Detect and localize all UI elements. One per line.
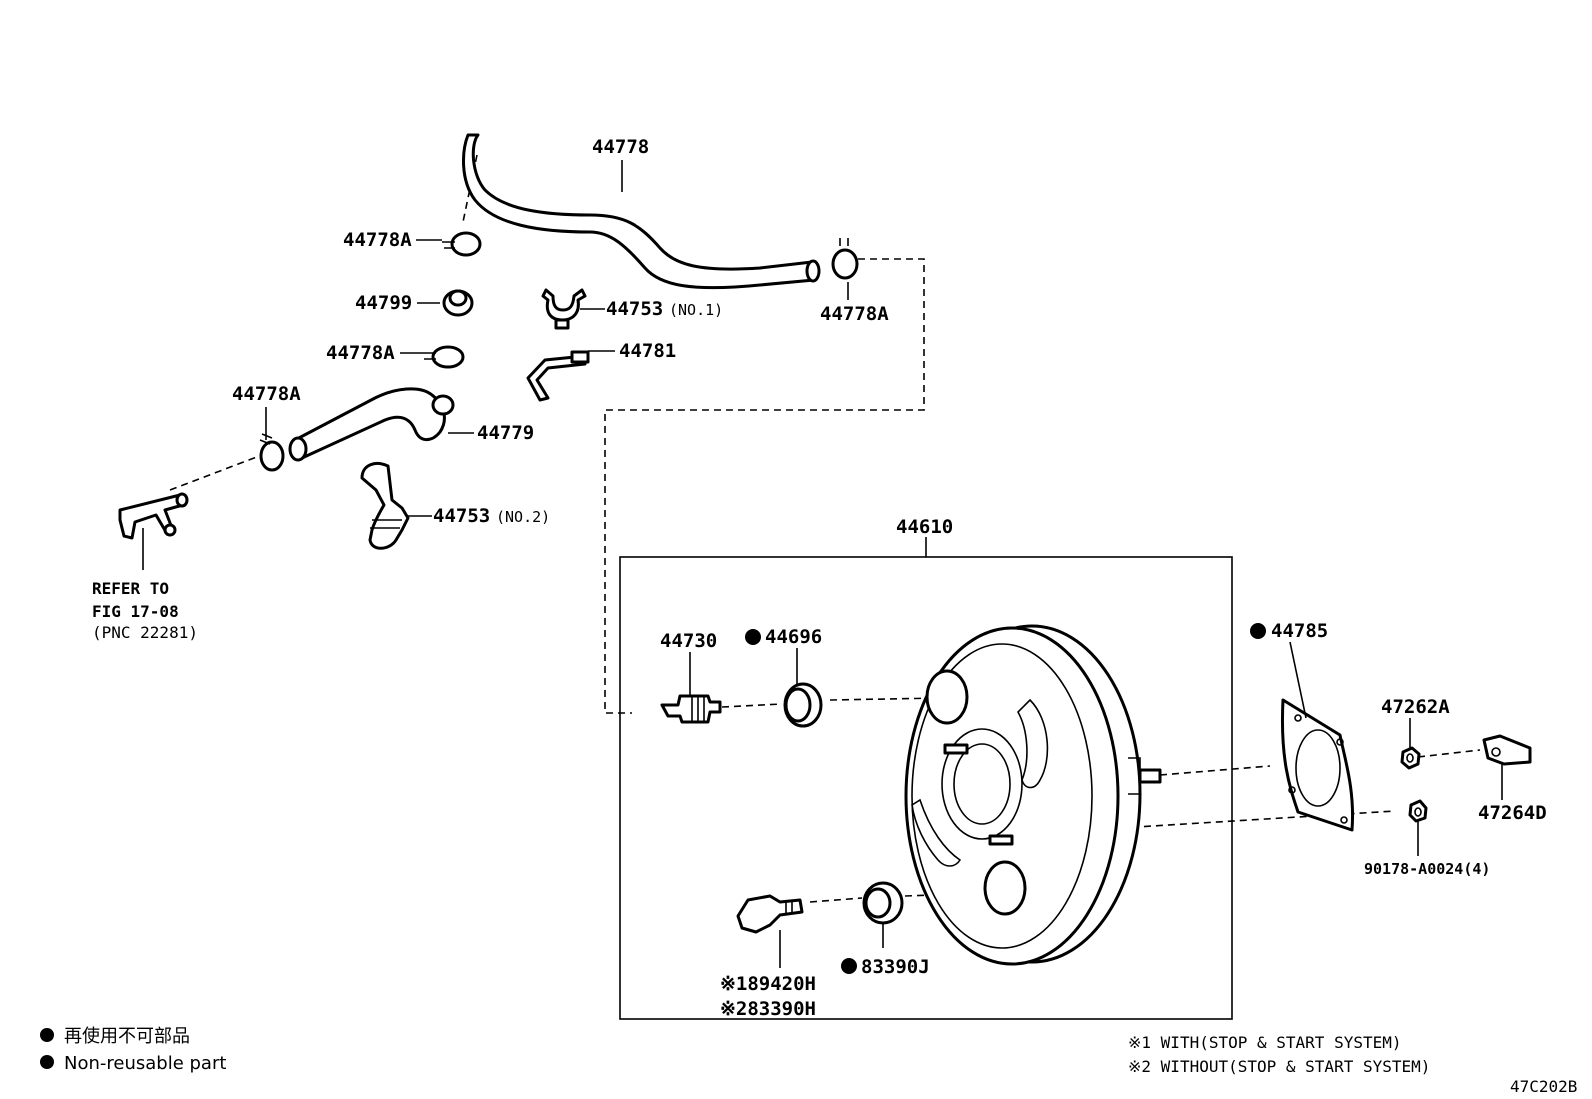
- label-44781[interactable]: 44781: [619, 340, 676, 362]
- non-reusable-mark-83390j: [841, 958, 857, 974]
- label-47262a[interactable]: 47262A: [1381, 696, 1450, 718]
- clamp-44778a-left[interactable]: [259, 433, 285, 472]
- footnotes: ※1 WITH(STOP & START SYSTEM) ※2 WITHOUT(…: [1128, 1033, 1577, 1096]
- hose-44779[interactable]: [288, 387, 455, 462]
- refer-line-3: (PNC 22281): [92, 623, 198, 642]
- clamp-44778a-top[interactable]: [442, 231, 482, 257]
- label-90178-a0024[interactable]: 90178-A0024(4): [1364, 860, 1490, 878]
- label-44753-no2-note: (NO.2): [496, 508, 550, 526]
- clamp-44753-no1[interactable]: [541, 288, 587, 330]
- diagram-code: 47C202B: [1510, 1077, 1577, 1096]
- grommet-83390j[interactable]: [862, 881, 904, 925]
- label-44778[interactable]: 44778: [592, 136, 649, 158]
- check-valve-44730[interactable]: [660, 694, 722, 724]
- label-44799[interactable]: 44799: [355, 292, 412, 314]
- legend-jp: 再使用不可部品: [64, 1026, 190, 1047]
- gasket-44785[interactable]: [1280, 698, 1355, 832]
- refer-to-note: REFER TO FIG 17-08 (PNC 22281): [92, 579, 198, 642]
- clamp-44753-no2[interactable]: [360, 462, 410, 550]
- label-47264d[interactable]: 47264D: [1478, 802, 1547, 824]
- label-44696[interactable]: 44696: [765, 626, 822, 648]
- grommet-44799[interactable]: [442, 289, 474, 317]
- label-44753-no1-note: (NO.1): [669, 301, 723, 319]
- legend-bullet-jp: [40, 1028, 54, 1042]
- legend-en: Non-reusable part: [64, 1053, 226, 1074]
- clamp-44778a-right[interactable]: [831, 238, 859, 280]
- label-44753-no2[interactable]: 44753: [433, 505, 490, 527]
- refer-line-2[interactable]: FIG 17-08: [92, 602, 179, 621]
- label-89420h[interactable]: ※189420H: [720, 973, 816, 995]
- label-44778a-left[interactable]: 44778A: [232, 383, 301, 405]
- brake-booster-body[interactable]: [904, 624, 1162, 966]
- label-83390j[interactable]: 83390J: [861, 956, 930, 978]
- leader-lines: [142, 160, 1503, 968]
- non-reusable-mark-44696: [745, 629, 761, 645]
- part-labels: 44778 44778A 44799 44753 (NO.1) 44778A 4…: [232, 136, 1547, 1020]
- label-44730[interactable]: 44730: [660, 630, 717, 652]
- label-44778a-middle[interactable]: 44778A: [326, 342, 395, 364]
- clevis-47264d[interactable]: [1482, 734, 1532, 766]
- label-44753-no1[interactable]: 44753: [606, 298, 663, 320]
- label-44785[interactable]: 44785: [1271, 620, 1328, 642]
- pressure-sensor[interactable]: [736, 894, 804, 934]
- nut-90178-a0024[interactable]: [1408, 799, 1428, 823]
- non-reusable-mark-44785: [1250, 623, 1266, 639]
- connection-lines: [169, 154, 1481, 903]
- label-44778a-right[interactable]: 44778A: [820, 303, 889, 325]
- legend: 再使用不可部品 Non-reusable part: [40, 1026, 226, 1074]
- check-valve-pipe[interactable]: [118, 492, 189, 540]
- refer-line-1: REFER TO: [92, 579, 169, 598]
- label-44779[interactable]: 44779: [477, 422, 534, 444]
- bracket-44781[interactable]: [526, 350, 590, 402]
- legend-bullet-en: [40, 1055, 54, 1069]
- footnote-2: ※2 WITHOUT(STOP & START SYSTEM): [1128, 1057, 1430, 1076]
- clamp-44778a-middle[interactable]: [422, 345, 465, 369]
- hose-44778[interactable]: [462, 133, 821, 290]
- label-44778a-top[interactable]: 44778A: [343, 229, 412, 251]
- grommet-44696[interactable]: [783, 682, 823, 728]
- label-83390h[interactable]: ※283390H: [720, 998, 816, 1020]
- footnote-1: ※1 WITH(STOP & START SYSTEM): [1128, 1033, 1402, 1052]
- label-44610[interactable]: 44610: [896, 516, 953, 538]
- nut-47262a[interactable]: [1400, 746, 1421, 770]
